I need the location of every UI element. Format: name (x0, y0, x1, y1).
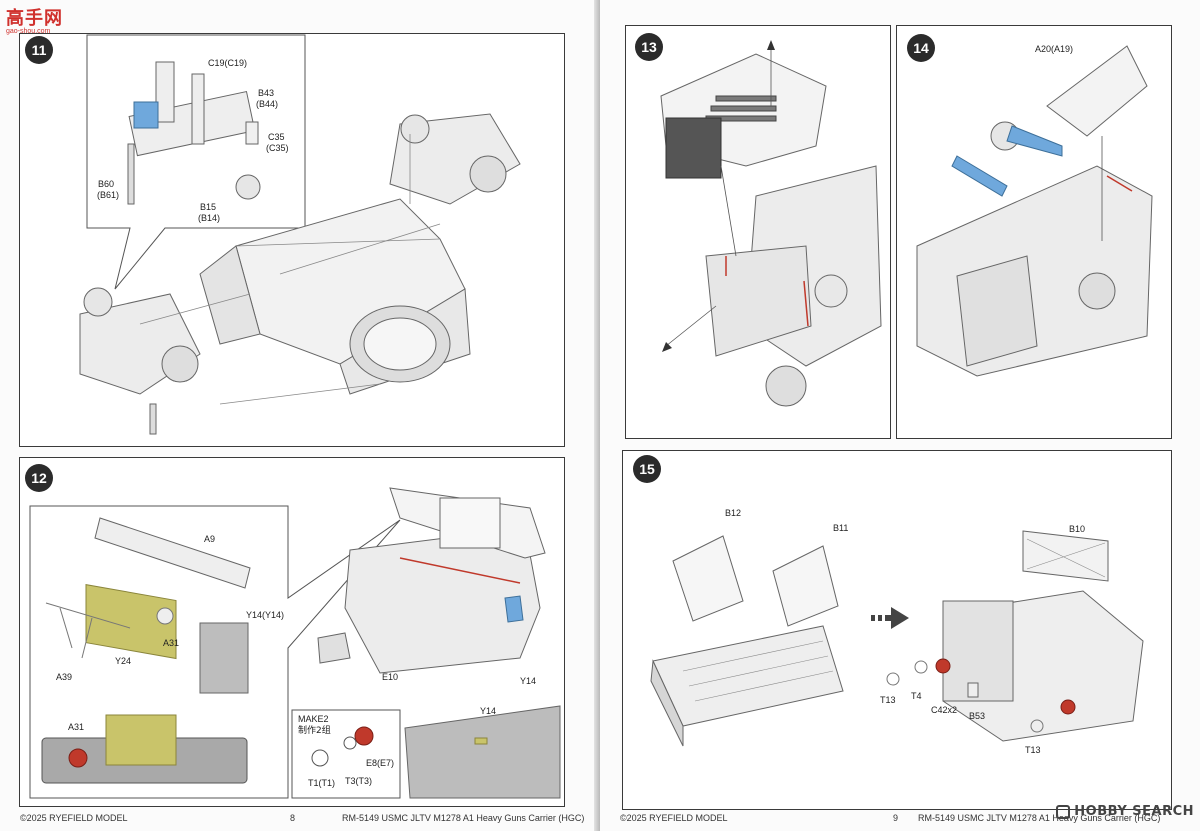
part-label-c19: C19(C19) (208, 58, 248, 68)
part-label-b53: B53 (969, 711, 986, 721)
footer-title: RM-5149 USMC JLTV M1278 A1 Heavy Guns Ca… (342, 813, 585, 823)
part-label-e8: E8(E7) (366, 758, 395, 768)
footer-page-number: 8 (290, 813, 296, 823)
step-15-panel: 15 (622, 450, 1172, 810)
step-11-illustration (79, 34, 521, 435)
watermark-logo-top-left: 高手网 gao-shou.com (6, 4, 63, 35)
step-number-badge: 14 (907, 34, 935, 62)
part-label-b44: (B44) (256, 99, 279, 109)
step-14-illustration (916, 45, 1153, 377)
logo-text: 高手网 (6, 8, 63, 29)
part-label-b43: B43 (258, 88, 275, 98)
step-number-badge: 11 (25, 36, 53, 64)
make2-label-en: MAKE2 (298, 714, 329, 724)
footer-copyright: ©2025 RYEFIELD MODEL (20, 813, 128, 823)
footer-copyright: ©2025 RYEFIELD MODEL (620, 813, 728, 823)
step-12-illustration (29, 487, 561, 799)
step-15-illustration (650, 530, 1144, 747)
step-12-panel: 12 (19, 457, 565, 807)
part-label-a31-top: A31 (163, 638, 180, 648)
part-label-y14-right: Y14 (520, 676, 537, 686)
part-label-a39: A39 (56, 672, 73, 682)
part-label-y14-y14: Y14(Y14) (246, 610, 285, 620)
step-number-badge: 12 (25, 464, 53, 492)
part-label-y14-fender: Y14 (480, 706, 497, 716)
page-9: 13 (600, 0, 1200, 831)
part-label-t13-left: T13 (880, 695, 896, 705)
step-number-badge: 13 (635, 33, 663, 61)
page-8: 高手网 gao-shou.com 11 (0, 0, 598, 831)
part-label-a9: A9 (204, 534, 216, 544)
part-label-e10: E10 (382, 672, 399, 682)
footer-title: RM-5149 USMC JLTV M1278 A1 Heavy Guns Ca… (918, 813, 1161, 823)
step-13-illustration (660, 40, 882, 407)
step-13-panel: 13 (625, 25, 891, 439)
hobby-search-icon (1056, 804, 1071, 819)
step-11-panel: 11 (19, 33, 565, 447)
logo-url: gao-shou.com (6, 28, 51, 35)
part-label-b10: B10 (1069, 524, 1086, 534)
part-label-b15: B15 (200, 202, 217, 212)
part-label-y24: Y24 (115, 656, 132, 666)
part-label-b61: (B61) (97, 190, 120, 200)
part-label-t13-bottom: T13 (1025, 745, 1041, 755)
step-number-badge: 15 (633, 455, 661, 483)
part-label-t3: T3(T3) (345, 776, 372, 786)
part-label-c35: C35 (268, 132, 285, 142)
part-label-b14: (B14) (198, 213, 221, 223)
part-label-a31-bottom: A31 (68, 722, 85, 732)
watermark-logo-bottom-right: HOBBY SEARCH (1056, 804, 1194, 819)
part-label-c35-paren: (C35) (266, 143, 289, 153)
footer-page-number: 9 (893, 813, 899, 823)
step-14-panel: 14 A20(A19) (896, 25, 1172, 439)
part-label-t4: T4 (911, 691, 922, 701)
logo-text: HOBBY SEARCH (1074, 804, 1194, 819)
part-label-t1: T1(T1) (308, 778, 335, 788)
part-label-b60: B60 (98, 179, 115, 189)
part-label-c42: C42x2 (931, 705, 958, 715)
part-label-b11: B11 (833, 523, 849, 533)
part-label-a20: A20(A19) (1035, 44, 1074, 54)
make2-label-cn: 制作2组 (298, 726, 331, 736)
part-label-b12: B12 (725, 508, 742, 518)
